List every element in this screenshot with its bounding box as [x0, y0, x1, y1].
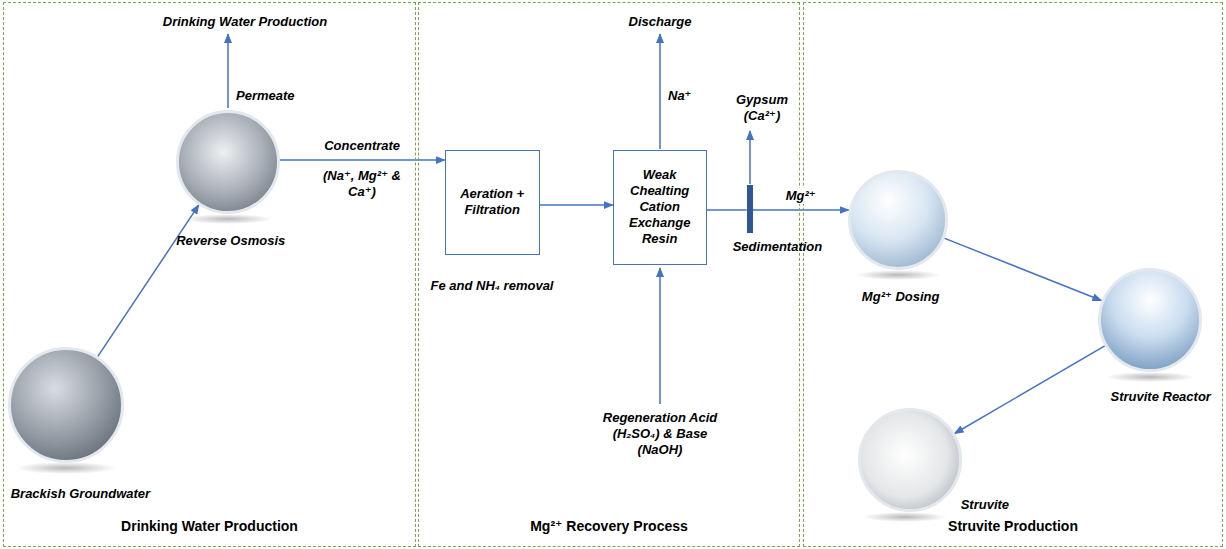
output-label: Gypsum (Ca²⁺)	[731, 92, 793, 124]
photo-shadow	[863, 512, 947, 522]
stage-title: Mg²⁺ Recovery Process	[419, 518, 799, 534]
photo-shadow	[184, 214, 272, 224]
stream-label: Permeate	[236, 88, 295, 104]
photo-shadow	[16, 462, 116, 474]
node-label: Struvite	[961, 497, 1009, 513]
process-text: Aeration + Filtration	[450, 186, 535, 218]
photo-circle: Struvite Reactor	[1098, 268, 1202, 372]
stage-panel: Struvite ProductionMg²⁺ DosingStruvite R…	[803, 2, 1223, 547]
flow-label: Mg²⁺	[784, 188, 818, 204]
photo-circle: Brackish Groundwater	[8, 347, 124, 463]
flow-arrow	[955, 346, 1105, 434]
flow-arrow	[707, 209, 747, 211]
gypsum-arrow	[749, 131, 751, 184]
output-label: Drinking Water Production	[135, 14, 355, 30]
flow-arrow	[98, 205, 199, 356]
input-label: Regeneration Acid (H₂SO₄) & Base (NaOH)	[600, 410, 720, 458]
flow-arrow	[944, 238, 1101, 300]
process-text: Weak Chealting Cation Exchange Resin	[618, 167, 702, 247]
stage-title: Drinking Water Production	[4, 518, 415, 534]
flow-arrow	[753, 209, 849, 211]
stage-panel: Drinking Water ProductionBrackish Ground…	[3, 2, 416, 547]
photo-shadow	[856, 270, 940, 280]
ion-label: (Na⁺, Mg²⁺ & Ca⁺)	[316, 168, 408, 200]
permeate-arrow	[227, 34, 229, 108]
photo-circle: Mg²⁺ Dosing	[848, 170, 948, 270]
output-label: Discharge	[610, 14, 710, 30]
node-label: Struvite Reactor	[1110, 389, 1210, 405]
node-label: Sedimentation	[733, 239, 823, 255]
node-label: Reverse Osmosis	[176, 233, 285, 249]
flow-arrow	[540, 204, 613, 206]
node-label: Brackish Groundwater	[11, 486, 150, 502]
photo-shadow	[1106, 372, 1194, 382]
flow-arrow	[280, 159, 445, 161]
ion-label: Na⁺	[668, 88, 691, 104]
node-label: Mg²⁺ Dosing	[862, 289, 940, 305]
stage-panel: Mg²⁺ Recovery Process Aeration + Filtrati…	[418, 2, 800, 547]
stage-title: Struvite Production	[804, 518, 1222, 534]
sedimentation-bar: Sedimentation	[747, 185, 753, 233]
process-box: Aeration + Filtration	[445, 150, 540, 255]
photo-circle: Reverse Osmosis	[176, 110, 280, 214]
photo-circle: Struvite	[858, 408, 962, 512]
flow-label: Concentrate	[322, 138, 402, 154]
note-label: Fe and NH₄ removal	[417, 278, 567, 294]
regeneration-arrow	[659, 268, 661, 404]
process-box: Weak Chealting Cation Exchange Resin	[613, 150, 707, 265]
discharge-arrow	[659, 34, 661, 149]
